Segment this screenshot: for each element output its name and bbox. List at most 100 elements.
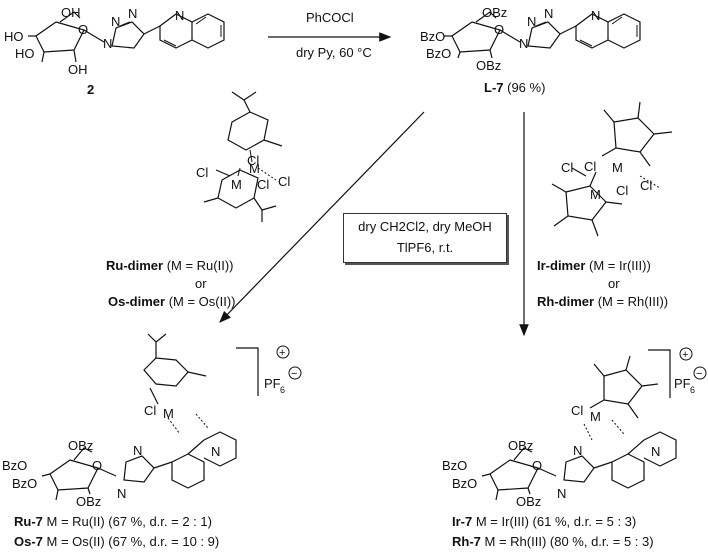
ru-dimer-structure: Cl M Cl M Cl Cl	[196, 91, 290, 222]
ru7-bzo-4: BzO	[2, 458, 27, 473]
ru7-n-quin: N	[211, 444, 220, 459]
reagent-step1-above: PhCOCl	[306, 10, 354, 25]
ru7-pf-sub: 6	[280, 385, 285, 395]
atom-n1: N	[519, 36, 528, 51]
minus-charge-icon	[693, 366, 707, 380]
ru7-plus: +	[279, 347, 285, 359]
compound-l7-caption: L-7 (96 %)	[484, 80, 545, 95]
rh-dimer-name: Rh-dimer	[537, 294, 595, 309]
l7-obz-6: OBz	[482, 5, 507, 20]
ir7-pf-sub: 6	[690, 385, 695, 395]
atom-oh-2: OH	[68, 62, 88, 77]
ir7-obz-2: OBz	[516, 494, 541, 509]
ru7-obz-6: OBz	[68, 438, 93, 453]
conditions-box: dry CH2Cl2, dry MeOH TlPF6, r.t.	[343, 213, 507, 263]
ru7-cl: Cl	[144, 403, 156, 418]
ir-dimer-cl-top: Cl	[584, 159, 596, 174]
ir-dimer-caption: Ir-dimer (M = Ir(III))	[537, 258, 651, 273]
rh-dimer-caption: Rh-dimer (M = Rh(III))	[537, 294, 668, 309]
ir7-n-a: N	[573, 443, 582, 458]
ir7-bzo-3: BzO	[452, 476, 477, 491]
atom-n-quin: N	[591, 8, 600, 23]
ru7-o-ring: O	[92, 458, 102, 473]
compound-2-label: 2	[87, 82, 95, 97]
atom-oh-6: OH	[61, 5, 81, 20]
atom-ho-3: HO	[15, 46, 35, 61]
ir7-plus: +	[682, 349, 688, 361]
ru-dimer-cl-mid: Cl	[257, 177, 269, 192]
atom-n-quin: N	[175, 8, 184, 23]
os-dimer-caption: Os-dimer (M = Os(II))	[108, 294, 236, 309]
ru7-desc: M = Ru(II) (67 %, d.r. = 2 : 1)	[46, 514, 212, 529]
ir-dimer-cl-right: Cl	[640, 178, 652, 193]
ir7-caption: Ir-7 M = Ir(III) (61 %, d.r. = 5 : 3)	[452, 514, 636, 529]
l7-bzo-3: BzO	[426, 46, 451, 61]
ru7-pf: PF	[264, 376, 281, 391]
rh7-desc: M = Rh(III) (80 %, d.r. = 5 : 3)	[484, 534, 654, 549]
atom-n2: N	[527, 14, 536, 29]
ru-dimer-cl-top: Cl	[247, 153, 259, 168]
ir-dimer-m-bottom: M	[590, 187, 601, 202]
atom-n3: N	[544, 6, 553, 21]
ir7-label: Ir-7	[452, 514, 473, 529]
ir7-minus: −	[696, 368, 702, 380]
plus-charge-icon	[276, 345, 290, 359]
ir-dimer-structure: Cl Cl M M Cl Cl	[551, 101, 673, 237]
l7-bzo-4: BzO	[420, 29, 445, 44]
os-dimer-name: Os-dimer	[108, 294, 166, 309]
rh-dimer-detail: (M = Rh(III))	[597, 294, 669, 309]
rh7-label: Rh-7	[452, 534, 481, 549]
os7-desc: M = Os(II) (67 %, d.r. = 10 : 9)	[46, 534, 220, 549]
ir7-n-b: N	[557, 486, 566, 501]
ir7-cl: Cl	[571, 403, 583, 418]
rh7-caption: Rh-7 M = Rh(III) (80 %, d.r. = 5 : 3)	[452, 534, 654, 549]
ir7-obz-6: OBz	[508, 438, 533, 453]
reagent-step1-below: dry Py, 60 °C	[296, 45, 372, 60]
plus-charge-icon	[679, 347, 693, 361]
ir-dimer-name: Ir-dimer	[537, 258, 586, 273]
ru7-n-a: N	[133, 443, 142, 458]
ir7-desc: M = Ir(III) (61 %, d.r. = 5 : 3)	[475, 514, 637, 529]
or-left: or	[195, 276, 207, 291]
ru-dimer-name: Ru-dimer	[106, 258, 164, 273]
ru-dimer-caption: Ru-dimer (M = Ru(II))	[106, 258, 234, 273]
atom-n3: N	[128, 6, 137, 21]
conditions-line2: TlPF6, r.t.	[396, 240, 454, 255]
compound-l7-yield: (96 %)	[507, 80, 546, 95]
atom-n1: N	[103, 36, 112, 51]
conditions-line1: dry CH2Cl2, dry MeOH	[358, 219, 492, 234]
ir-dimer-cl-mid: Cl	[616, 183, 628, 198]
atom-ho-4: HO	[4, 29, 24, 44]
atom-n2: N	[111, 14, 120, 29]
ir-dimer-cl-left: Cl	[561, 160, 573, 175]
l7-obz-2: OBz	[476, 58, 501, 73]
ru7-caption: Ru-7 M = Ru(II) (67 %, d.r. = 2 : 1)	[14, 514, 212, 529]
compound-2-structure: OH HO HO OH O N N N N	[4, 5, 225, 77]
os7-caption: Os-7 M = Os(II) (67 %, d.r. = 10 : 9)	[14, 534, 219, 549]
atom-o-ring: O	[494, 22, 504, 37]
ru7-bzo-3: BzO	[12, 476, 37, 491]
ru7-label: Ru-7	[14, 514, 43, 529]
arrow-to-ru-os	[219, 111, 425, 323]
os-dimer-detail: (M = Os(II))	[168, 294, 236, 309]
ru7-m: M	[163, 406, 174, 421]
ir-dimer-detail: (M = Ir(III))	[589, 258, 651, 273]
ir7-pf: PF	[674, 376, 691, 391]
or-right: or	[608, 276, 620, 291]
ru-dimer-detail: (M = Ru(II))	[166, 258, 234, 273]
minus-charge-icon	[288, 366, 302, 380]
compound-l7-structure: O N N N N	[444, 6, 641, 59]
ir7-o-ring: O	[532, 458, 542, 473]
ru7-obz-2: OBz	[76, 494, 101, 509]
ru7-minus: −	[291, 368, 297, 380]
os7-label: Os-7	[14, 534, 43, 549]
ru-dimer-m-top: M	[249, 161, 260, 176]
compound-l7-label: L-7	[484, 80, 504, 95]
ir-dimer-m-top: M	[612, 160, 623, 175]
ir7-n-quin: N	[651, 444, 660, 459]
atom-o-ring: O	[78, 22, 88, 37]
ru-dimer-m-bottom: M	[231, 177, 242, 192]
ru-dimer-cl-left: Cl	[196, 165, 208, 180]
ir7-bzo-4: BzO	[442, 458, 467, 473]
